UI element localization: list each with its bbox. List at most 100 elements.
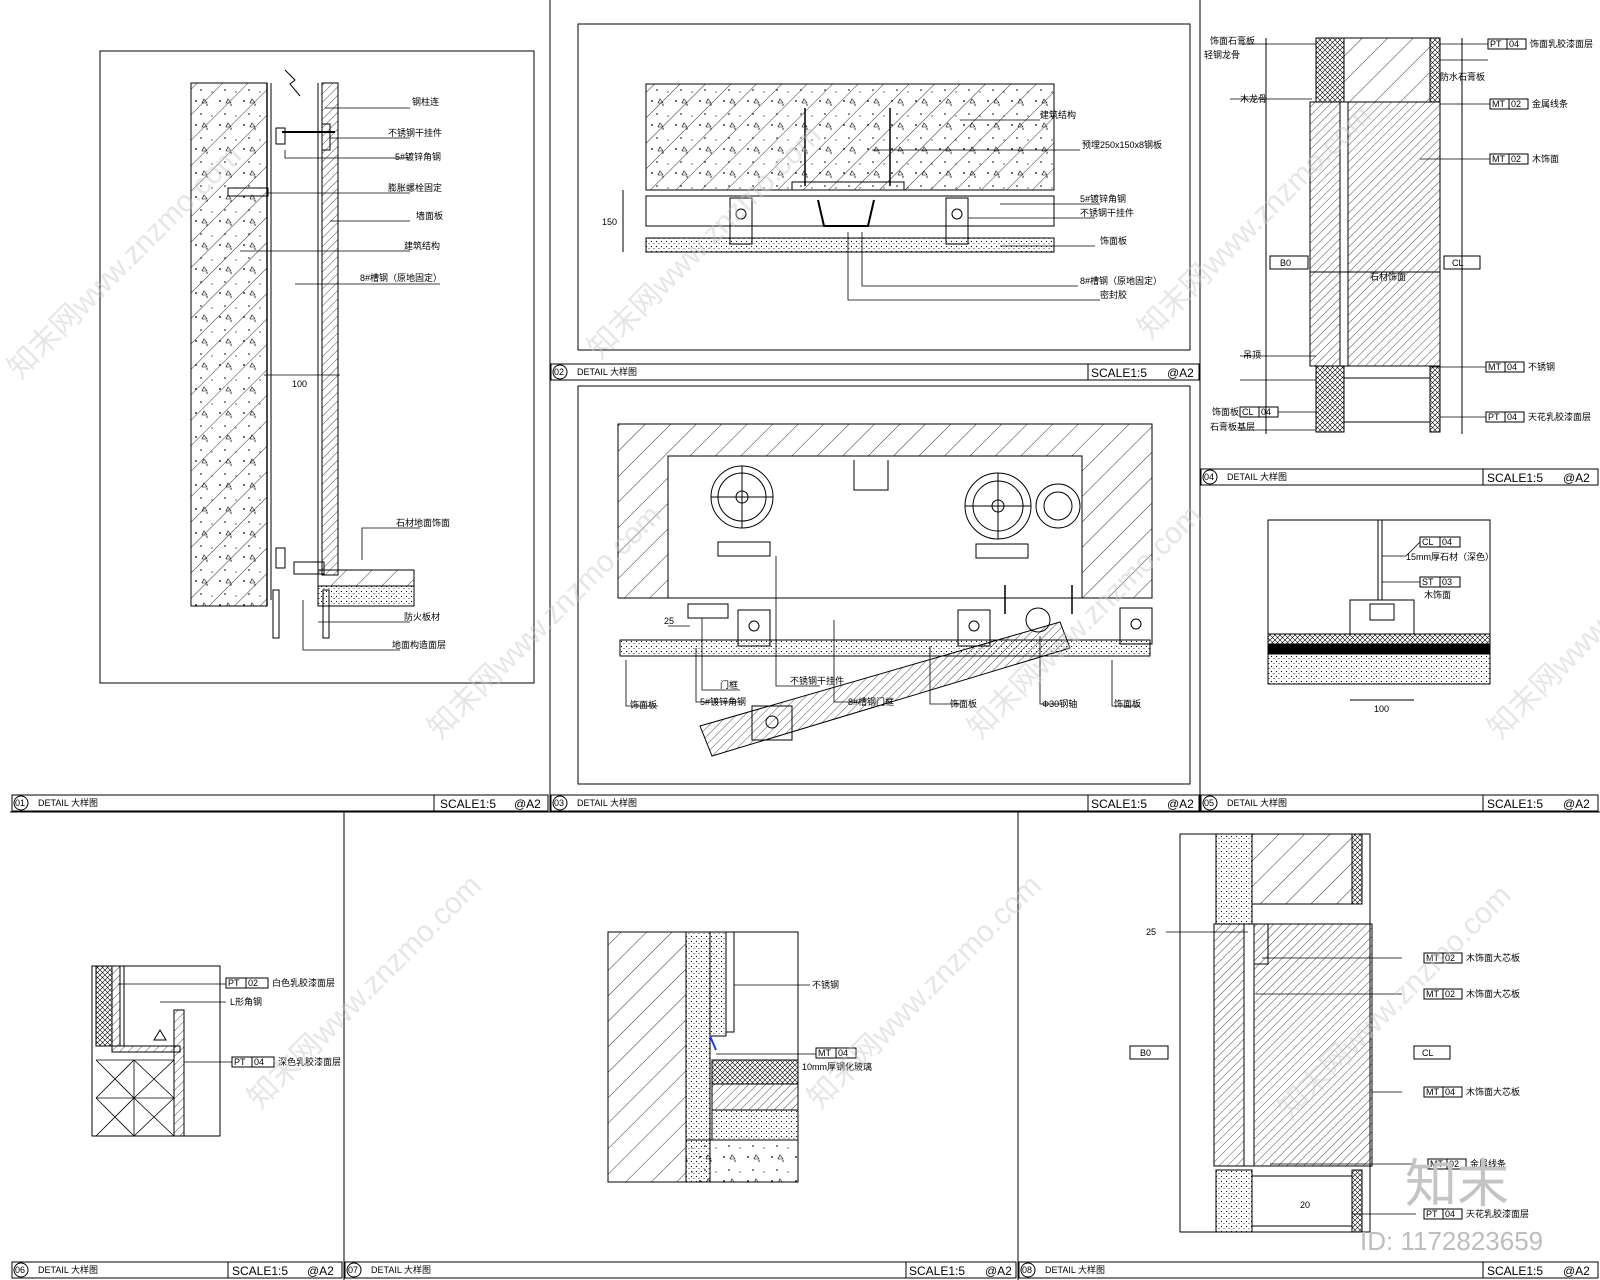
svg-text:02: 02: [1511, 154, 1521, 164]
svg-text:04: 04: [1507, 362, 1517, 372]
label: 预埋250x150x8钢板: [1082, 139, 1162, 150]
svg-text:15mm厚石材（深色）: 15mm厚石材（深色）: [1406, 551, 1494, 562]
detail-01: 钢柱连 不锈钢干挂件 5#镀锌角钢 膨胀螺栓固定 墙面板 建筑结构 8#槽钢（原…: [99, 50, 535, 684]
svg-text:饰面乳胶漆面层: 饰面乳胶漆面层: [1530, 38, 1593, 49]
wood-veneer-panel: [1213, 923, 1373, 1167]
svg-text:10mm厚钢化玻璃: 10mm厚钢化玻璃: [802, 1061, 872, 1072]
concrete-soffit: [617, 423, 1153, 599]
brand-watermark: 知末: [1405, 1156, 1509, 1214]
dimension: 20: [1300, 1200, 1310, 1210]
titleblock-sheet: @A2: [307, 1264, 334, 1278]
titleblock-04: 04 DETAIL 大样图 SCALE1:5 @A2: [1200, 468, 1599, 486]
label: 门框: [720, 679, 738, 690]
box-label: CL: [1422, 1048, 1434, 1058]
titleblock-title: DETAIL 大样图: [577, 797, 637, 808]
titleblock-title: DETAIL 大样图: [371, 1264, 431, 1275]
label: 密封胶: [1100, 289, 1127, 300]
svg-text:MT: MT: [1426, 1087, 1439, 1097]
dimension: 100: [1374, 704, 1389, 714]
titleblock-number: 03: [554, 798, 564, 808]
titleblock-title: DETAIL 大样图: [38, 797, 98, 808]
titleblock-number: 01: [15, 798, 25, 808]
titleblock-number: 05: [1204, 798, 1214, 808]
titleblock-title: DETAIL 大样图: [577, 366, 637, 377]
detail-05: CL 04 15mm厚石材（深色） ST 03 木饰面 100: [1267, 519, 1494, 714]
label: 5#镀锌角钢: [1080, 193, 1126, 204]
detail-frame: [577, 385, 1191, 785]
svg-text:饰面板: 饰面板: [1212, 406, 1239, 417]
titleblock-scale: SCALE1:5: [909, 1264, 965, 1278]
titleblock-scale: SCALE1:5: [1487, 797, 1543, 811]
detail-frame: [99, 50, 535, 684]
titleblock-title: DETAIL 大样图: [38, 1264, 98, 1275]
detail-04: PT 04 饰面乳胶漆面层 防水石膏板 MT 02 金属线条 MT 02 木饰面…: [1204, 35, 1593, 434]
titleblock-01: 01 DETAIL 大样图 SCALE1:5 @A2: [11, 794, 549, 812]
titleblock-sheet: @A2: [1563, 471, 1590, 485]
id-watermark: ID: 1172823659: [1360, 1226, 1543, 1256]
dimension: 25: [664, 616, 674, 626]
svg-text:MT: MT: [1492, 154, 1505, 164]
titleblock-scale: SCALE1:5: [232, 1264, 288, 1278]
svg-text:木饰面: 木饰面: [1424, 589, 1451, 600]
svg-text:PT: PT: [1490, 39, 1502, 49]
svg-text:04: 04: [1445, 1209, 1455, 1219]
detail-07: 不锈钢 MT 04 10mm厚钢化玻璃: [607, 931, 872, 1183]
svg-text:MT: MT: [1488, 362, 1501, 372]
watermark: 知末网www.znzmo.com: [242, 869, 488, 1115]
svg-text:MT: MT: [1430, 1159, 1443, 1169]
titleblock-03: 03 DETAIL 大样图 SCALE1:5 @A2: [550, 794, 1200, 812]
titleblock-scale: SCALE1:5: [1091, 797, 1147, 811]
svg-text:PT: PT: [1426, 1209, 1438, 1219]
svg-text:深色乳胶漆面层: 深色乳胶漆面层: [278, 1056, 341, 1067]
detail-02: 150 建筑结构 预埋250x150x8钢板 5#镀锌角钢 不锈钢干挂件 饰面板…: [577, 23, 1191, 351]
titleblock-06: 06 DETAIL 大样图 SCALE1:5 @A2: [11, 1261, 343, 1279]
svg-text:MT: MT: [1492, 99, 1505, 109]
svg-text:04: 04: [1261, 407, 1271, 417]
label: 石材地面饰面: [396, 517, 450, 528]
watermark: 知末网www.znzmo.com: [802, 869, 1048, 1115]
dimension: 25: [1146, 927, 1156, 937]
svg-text:木龙骨: 木龙骨: [1240, 93, 1267, 104]
titleblock-scale: SCALE1:5: [1091, 366, 1147, 380]
label: 膨胀螺栓固定: [388, 182, 442, 193]
label: 墙面板: [416, 210, 443, 221]
label: 5#镀锌角钢: [700, 696, 746, 707]
titleblock-number: 04: [1204, 472, 1214, 482]
svg-text:轻钢龙骨: 轻钢龙骨: [1204, 49, 1240, 60]
titleblock-title: DETAIL 大样图: [1227, 471, 1287, 482]
svg-text:木饰面大芯板: 木饰面大芯板: [1466, 1086, 1520, 1097]
detail-frame: [577, 23, 1191, 351]
svg-text:PT: PT: [228, 978, 240, 988]
titleblock-08: 08 DETAIL 大样图 SCALE1:5 @A2: [1018, 1261, 1599, 1279]
titleblock-sheet: @A2: [1167, 366, 1194, 380]
svg-text:金属线条: 金属线条: [1532, 98, 1568, 109]
titleblock-sheet: @A2: [1563, 797, 1590, 811]
box-label: B0: [1140, 1048, 1151, 1058]
box-label: CL: [1452, 258, 1464, 268]
svg-text:白色乳胶漆面层: 白色乳胶漆面层: [272, 977, 335, 988]
titleblock-sheet: @A2: [1563, 1264, 1590, 1278]
titleblock-number: 02: [554, 367, 564, 377]
label: 饰面板: [950, 698, 977, 709]
svg-text:石膏板基层: 石膏板基层: [1210, 421, 1255, 432]
svg-text:木饰面大芯板: 木饰面大芯板: [1466, 952, 1520, 963]
svg-text:MT: MT: [818, 1048, 831, 1058]
svg-text:CL: CL: [1422, 537, 1434, 547]
svg-text:CL: CL: [1242, 407, 1254, 417]
svg-text:02: 02: [1445, 989, 1455, 999]
titleblock-number: 08: [1022, 1265, 1032, 1275]
svg-text:金属线条: 金属线条: [1470, 1158, 1506, 1169]
svg-text:02: 02: [248, 978, 258, 988]
label: 建筑结构: [1040, 109, 1076, 120]
svg-text:天花乳胶漆面层: 天花乳胶漆面层: [1528, 411, 1591, 422]
svg-text:不锈钢: 不锈钢: [812, 979, 839, 990]
dimension: 150: [602, 217, 617, 227]
svg-text:02: 02: [1445, 953, 1455, 963]
label: 防火板材: [404, 611, 440, 622]
svg-text:04: 04: [1445, 1087, 1455, 1097]
titleblock-title: DETAIL 大样图: [1045, 1264, 1105, 1275]
titleblock-sheet: @A2: [514, 797, 541, 811]
svg-text:04: 04: [838, 1048, 848, 1058]
detail-06: PT 02 白色乳胶漆面层 L形角钢 PT 04 深色乳胶漆面层: [91, 965, 341, 1137]
titleblock-scale: SCALE1:5: [440, 797, 496, 811]
